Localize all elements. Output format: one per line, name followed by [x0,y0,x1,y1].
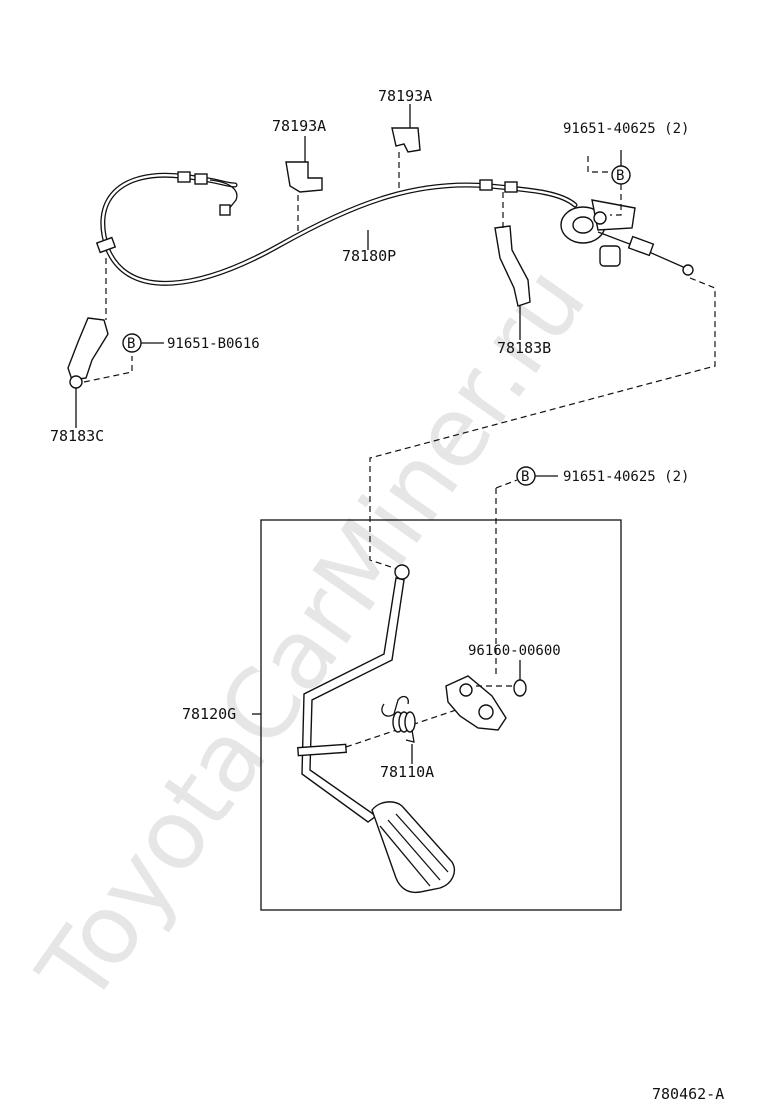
accelerator-cable [95,171,694,286]
pedal [297,564,457,894]
watermark: ToyotaCarMiner.ru [17,247,608,1024]
bolt-marker-left: B [122,333,164,353]
pedal-assembly-frame [260,519,622,911]
label-clamp-upper: 78193A [378,87,432,105]
label-bolt-top-right: 91651-40625 (2) [563,121,689,137]
pedal-bracket [445,488,514,731]
clamp-upper [391,127,421,190]
label-spring: 78110A [380,763,434,781]
drawing-number: 780462-A [652,1085,724,1103]
bolt-marker-pedal: B [495,466,558,489]
bolt-marker-top-right: B [587,150,631,216]
spring [381,695,416,743]
label-pedal-assembly: 78120G [182,705,236,723]
label-cable: 78180P [342,247,396,265]
bracket-right [494,192,531,307]
bolt-marker-label: B [616,168,624,184]
bolt-marker-label: B [127,336,135,352]
label-bolt-left: 91651-B0616 [167,336,260,352]
nut [513,679,527,697]
label-bracket-left: 78183C [50,427,104,445]
label-nut: 96160-00600 [468,643,561,659]
bracket-left [67,258,133,389]
clamp-left [285,161,323,232]
label-bracket-right: 78183B [497,339,551,357]
label-bolt-pedal: 91651-40625 (2) [563,469,689,485]
bolt-marker-label: B [521,469,529,485]
label-clamp-left: 78193A [272,117,326,135]
